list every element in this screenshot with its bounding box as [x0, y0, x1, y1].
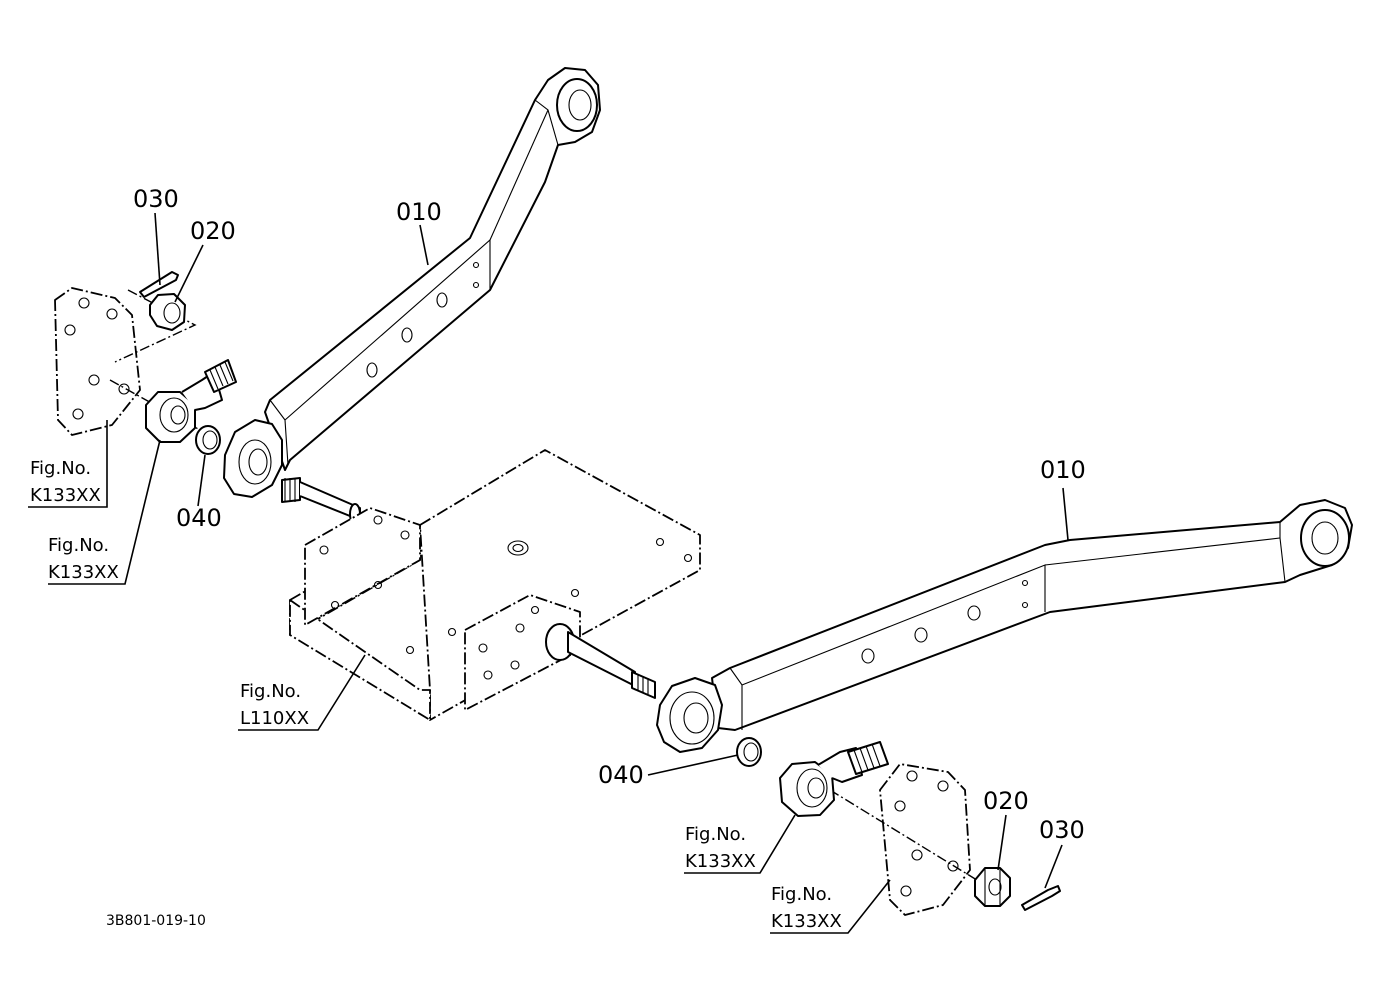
label-040-left: 040 [176, 504, 222, 532]
fig-ref-left-ball-joint-code: K133XX [48, 562, 119, 583]
fig-ref-left-ball-joint-title: Fig.No. [48, 535, 109, 556]
fig-ref-hitch-frame-title: Fig.No. [240, 681, 301, 702]
ball-joint-right [779, 741, 889, 817]
washer-right [736, 737, 762, 767]
lift-arm-lower [656, 499, 1353, 753]
label-020-right: 020 [983, 787, 1029, 815]
pin-lower [545, 623, 656, 699]
label-030-right: 030 [1039, 816, 1085, 844]
label-030-left: 030 [133, 185, 179, 213]
drawing-code: 3B801-019-10 [106, 913, 206, 929]
label-040-right: 040 [598, 761, 644, 789]
washer-left [195, 425, 221, 455]
ball-joint-left [145, 359, 237, 443]
cotter-pin-right [1021, 885, 1061, 911]
cotter-pin-left [139, 271, 179, 298]
center-hitch-frame [289, 449, 701, 721]
pin-upper [281, 477, 361, 525]
label-020-left: 020 [190, 217, 236, 245]
leader-lines [28, 212, 1069, 934]
fig-ref-right-ball-joint-code: K133XX [685, 851, 756, 872]
nut-right [974, 867, 1011, 907]
nut-left [149, 293, 186, 331]
axis-line-right [829, 789, 986, 886]
fig-ref-left-bracket-title: Fig.No. [30, 458, 91, 479]
bracket-right [879, 763, 971, 916]
fig-ref-right-bracket-title: Fig.No. [771, 884, 832, 905]
fig-ref-right-ball-joint-title: Fig.No. [685, 824, 746, 845]
fig-ref-right-bracket-code: K133XX [771, 911, 842, 932]
fig-ref-hitch-frame-code: L110XX [240, 708, 309, 729]
bracket-left [54, 287, 141, 436]
label-010-lower: 010 [1040, 456, 1086, 484]
axis-line-left-upper [114, 289, 197, 363]
lift-arm-upper [223, 67, 601, 498]
label-010-upper: 010 [396, 198, 442, 226]
fig-ref-left-bracket-code: K133XX [30, 485, 101, 506]
